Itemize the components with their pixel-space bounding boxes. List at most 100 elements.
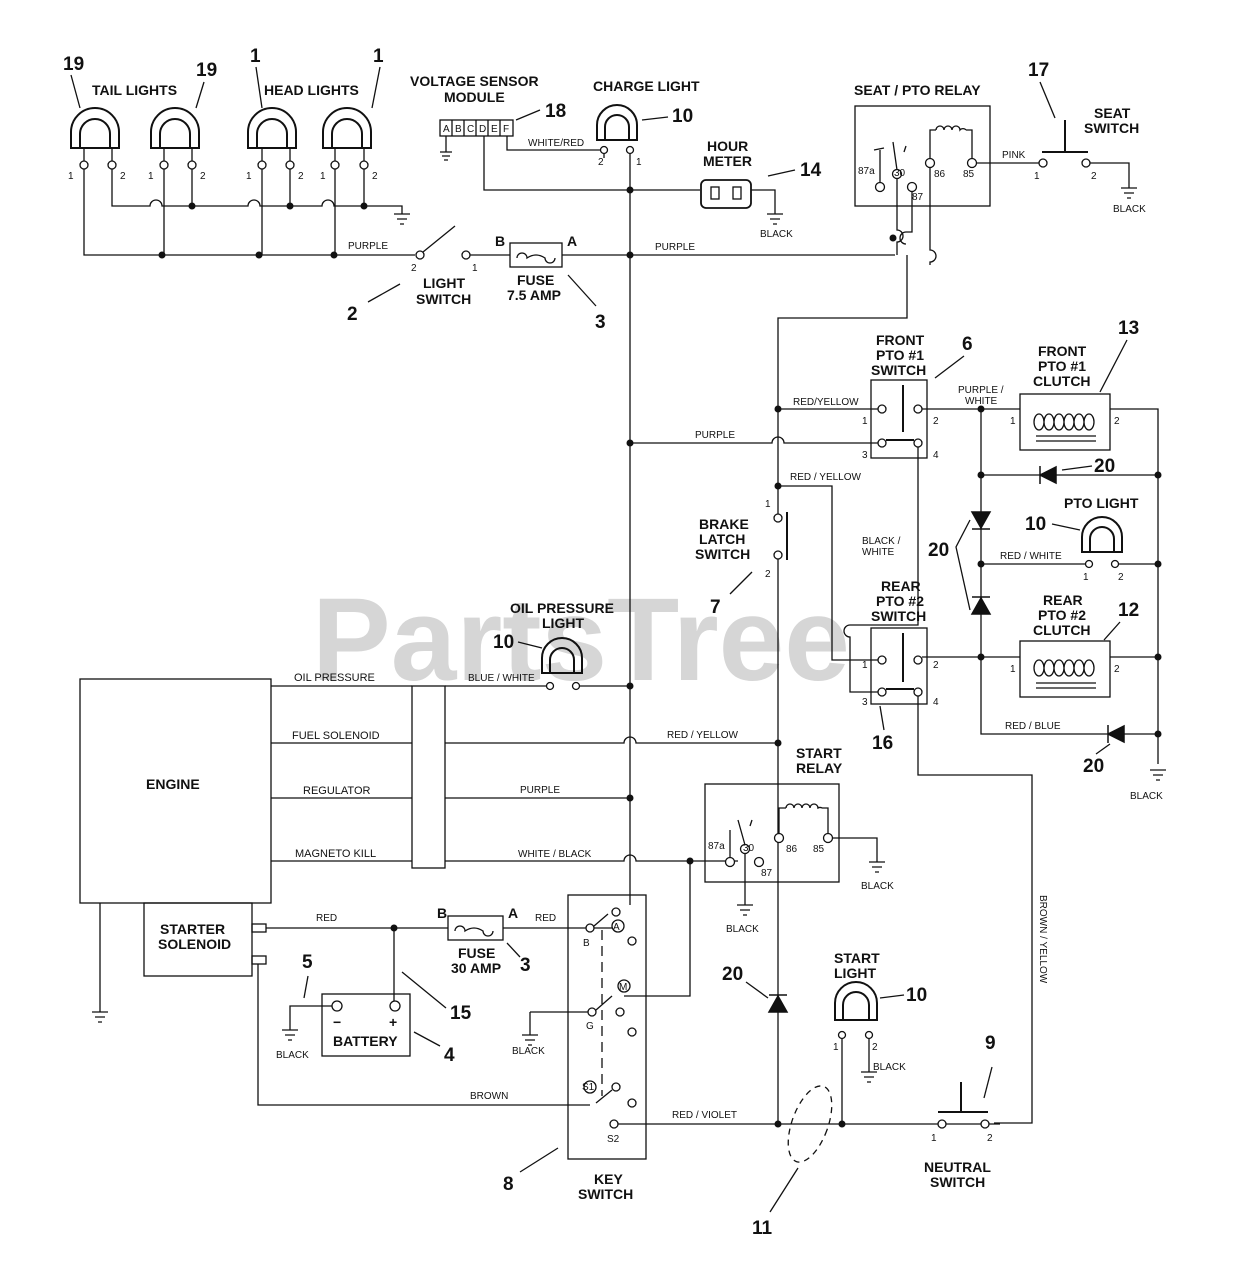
key-switch bbox=[522, 894, 1000, 1160]
fuse-7-5-amp bbox=[470, 242, 895, 268]
diode-20d bbox=[767, 994, 789, 1013]
battery-label: BATTERY bbox=[333, 1033, 398, 1049]
wire-black-battery: BLACK bbox=[276, 1050, 309, 1061]
wire-red-blue: RED / BLUE bbox=[1005, 721, 1061, 732]
pin: 87a bbox=[858, 166, 875, 177]
pin: 1 bbox=[636, 157, 642, 168]
hour-meter-label-1: HOUR bbox=[707, 138, 748, 154]
seat-switch bbox=[1038, 120, 1137, 199]
starter-sol-label-2: SOLENOID bbox=[158, 936, 231, 952]
fuse-30-label-2: 30 AMP bbox=[451, 960, 501, 976]
rear-pto-sw-label-1: REAR bbox=[881, 578, 921, 594]
front-pto-1-switch bbox=[870, 379, 928, 459]
pin: 1 bbox=[472, 263, 478, 274]
svg-text:F: F bbox=[503, 124, 509, 135]
callout-5: 5 bbox=[302, 952, 313, 973]
diode-20a bbox=[1038, 465, 1057, 485]
oil-pressure-light bbox=[541, 637, 630, 691]
voltage-sensor-label-2: MODULE bbox=[444, 89, 505, 105]
callout-12: 12 bbox=[1118, 600, 1139, 621]
pin: 2 bbox=[987, 1133, 993, 1144]
fuse-7-5-label-1: FUSE bbox=[517, 272, 554, 288]
wire-red-violet: RED / VIOLET bbox=[672, 1110, 737, 1121]
svg-text:2: 2 bbox=[298, 171, 304, 182]
tail-light-right bbox=[150, 107, 200, 170]
watermark: PartsTree bbox=[312, 574, 850, 706]
neutral-switch bbox=[937, 1082, 990, 1129]
callout-20b: 20 bbox=[928, 540, 949, 561]
front-pto-sw-label-2: PTO #1 bbox=[876, 347, 924, 363]
front-pto-cl-label-2: PTO #1 bbox=[1038, 358, 1086, 374]
pin: 2 bbox=[1091, 171, 1097, 182]
callout-20d: 20 bbox=[722, 964, 743, 985]
rear-pto-2-switch bbox=[870, 627, 928, 705]
callout-14: 14 bbox=[800, 160, 822, 181]
pin: 30 bbox=[743, 843, 755, 854]
pin: 1 bbox=[862, 660, 868, 671]
engine-connector bbox=[411, 685, 446, 869]
start-relay-label-1: START bbox=[796, 745, 842, 761]
pin: S1 bbox=[582, 1082, 595, 1093]
wire-pink: PINK bbox=[1002, 150, 1026, 161]
callout-20a: 20 bbox=[1094, 456, 1115, 477]
pin: 2 bbox=[933, 416, 939, 427]
wire-black-clutch: BLACK bbox=[1130, 791, 1163, 802]
wire-black-key: BLACK bbox=[512, 1046, 545, 1057]
pin: S2 bbox=[607, 1134, 620, 1145]
pin: A bbox=[567, 233, 577, 249]
wire-purple-reg: PURPLE bbox=[520, 785, 560, 796]
start-light-label-1: START bbox=[834, 950, 880, 966]
rear-pto-sw-label-2: PTO #2 bbox=[876, 593, 924, 609]
svg-text:A: A bbox=[443, 124, 450, 135]
callout-16: 16 bbox=[872, 733, 893, 754]
fuse-30-amp bbox=[447, 915, 564, 941]
wire-black-white-2: WHITE bbox=[862, 547, 895, 558]
callout-7: 7 bbox=[710, 597, 721, 618]
pin: 87 bbox=[761, 868, 773, 879]
tail-light-left bbox=[70, 107, 120, 170]
start-light-label-2: LIGHT bbox=[834, 965, 876, 981]
hour-meter bbox=[700, 179, 783, 225]
pin: 2 bbox=[1118, 572, 1124, 583]
pin: 1 bbox=[1010, 664, 1016, 675]
pin: A bbox=[508, 905, 518, 921]
pin: 2 bbox=[598, 157, 604, 168]
fuse-7-5-label-2: 7.5 AMP bbox=[507, 287, 561, 303]
wire-purple-front: PURPLE bbox=[695, 430, 735, 441]
pin: 85 bbox=[813, 844, 825, 855]
pin: 30 bbox=[894, 168, 906, 179]
pin: G bbox=[586, 1021, 594, 1032]
pin: 87a bbox=[708, 841, 725, 852]
diode-20b-upper bbox=[970, 511, 992, 530]
pin: 4 bbox=[933, 450, 939, 461]
pin: B bbox=[583, 938, 590, 949]
callout-11: 11 bbox=[752, 1218, 773, 1239]
callout-13: 13 bbox=[1118, 318, 1139, 339]
rear-pto-sw-label-3: SWITCH bbox=[871, 608, 926, 624]
pin: 85 bbox=[963, 169, 975, 180]
callout-10a: 10 bbox=[672, 106, 693, 127]
callout-17: 17 bbox=[1028, 60, 1049, 81]
oil-light-label-1: OIL PRESSURE bbox=[510, 600, 614, 616]
callout-10c: 10 bbox=[493, 632, 514, 653]
wire-black-relay2: BLACK bbox=[861, 881, 894, 892]
pin: A bbox=[613, 922, 620, 933]
pin: 1 bbox=[931, 1133, 937, 1144]
svg-text:B: B bbox=[455, 124, 462, 135]
light-switch bbox=[415, 225, 471, 260]
pin: M bbox=[619, 982, 627, 993]
callout-1a: 1 bbox=[250, 46, 261, 67]
wire-white-red: WHITE/RED bbox=[528, 138, 584, 149]
hour-meter-label-2: METER bbox=[703, 153, 752, 169]
wire-red-yellow-brake: RED / YELLOW bbox=[790, 472, 862, 483]
svg-text:1: 1 bbox=[246, 171, 252, 182]
front-pto-cl-label-1: FRONT bbox=[1038, 343, 1087, 359]
wire-black-hour: BLACK bbox=[760, 229, 793, 240]
pin: 2 bbox=[1114, 416, 1120, 427]
callout-9: 9 bbox=[985, 1033, 996, 1054]
rear-pto-cl-label-3: CLUTCH bbox=[1033, 622, 1091, 638]
pin: 3 bbox=[862, 450, 868, 461]
start-relay-label-2: RELAY bbox=[796, 760, 843, 776]
